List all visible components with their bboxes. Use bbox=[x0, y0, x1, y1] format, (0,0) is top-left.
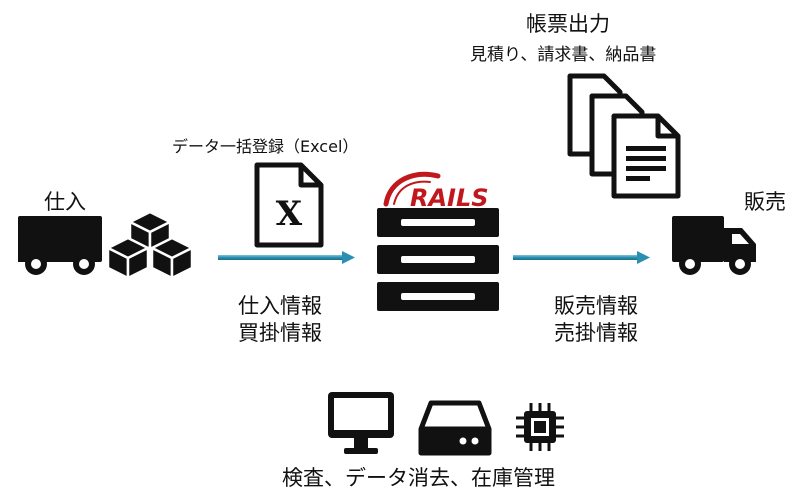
bottom-label: 検査、データ消去、在庫管理 bbox=[282, 466, 555, 490]
sales-info-line2: 売掛情報 bbox=[554, 321, 638, 345]
rails-logo: RAILS bbox=[380, 170, 492, 212]
server-rack-icon bbox=[377, 208, 499, 312]
truck-icon bbox=[18, 216, 104, 278]
chip-icon bbox=[515, 402, 565, 452]
arrow-to-server bbox=[218, 251, 356, 265]
hard-drive-icon bbox=[418, 399, 492, 456]
monitor-icon bbox=[328, 392, 394, 456]
documents-subtitle: 見積り、請求書、納品書 bbox=[470, 45, 657, 65]
documents-icon bbox=[566, 73, 690, 200]
documents-title: 帳票出力 bbox=[526, 12, 610, 36]
boxes-icon bbox=[106, 210, 194, 280]
purchase-title: 仕入 bbox=[44, 190, 86, 214]
purchase-info-line2: 買掛情報 bbox=[238, 321, 322, 345]
purchase-info-line1: 仕入情報 bbox=[238, 294, 322, 318]
excel-letter: X bbox=[276, 194, 303, 234]
bulk-import-label: データ一括登録（Excel） bbox=[172, 137, 359, 156]
rails-logo-text: RAILS bbox=[410, 184, 489, 212]
excel-file-icon: X bbox=[253, 162, 325, 248]
sales-info-line1: 販売情報 bbox=[554, 294, 638, 318]
arrow-to-sales bbox=[513, 251, 651, 265]
sales-title: 販売 bbox=[744, 190, 786, 214]
truck-icon bbox=[672, 216, 758, 278]
